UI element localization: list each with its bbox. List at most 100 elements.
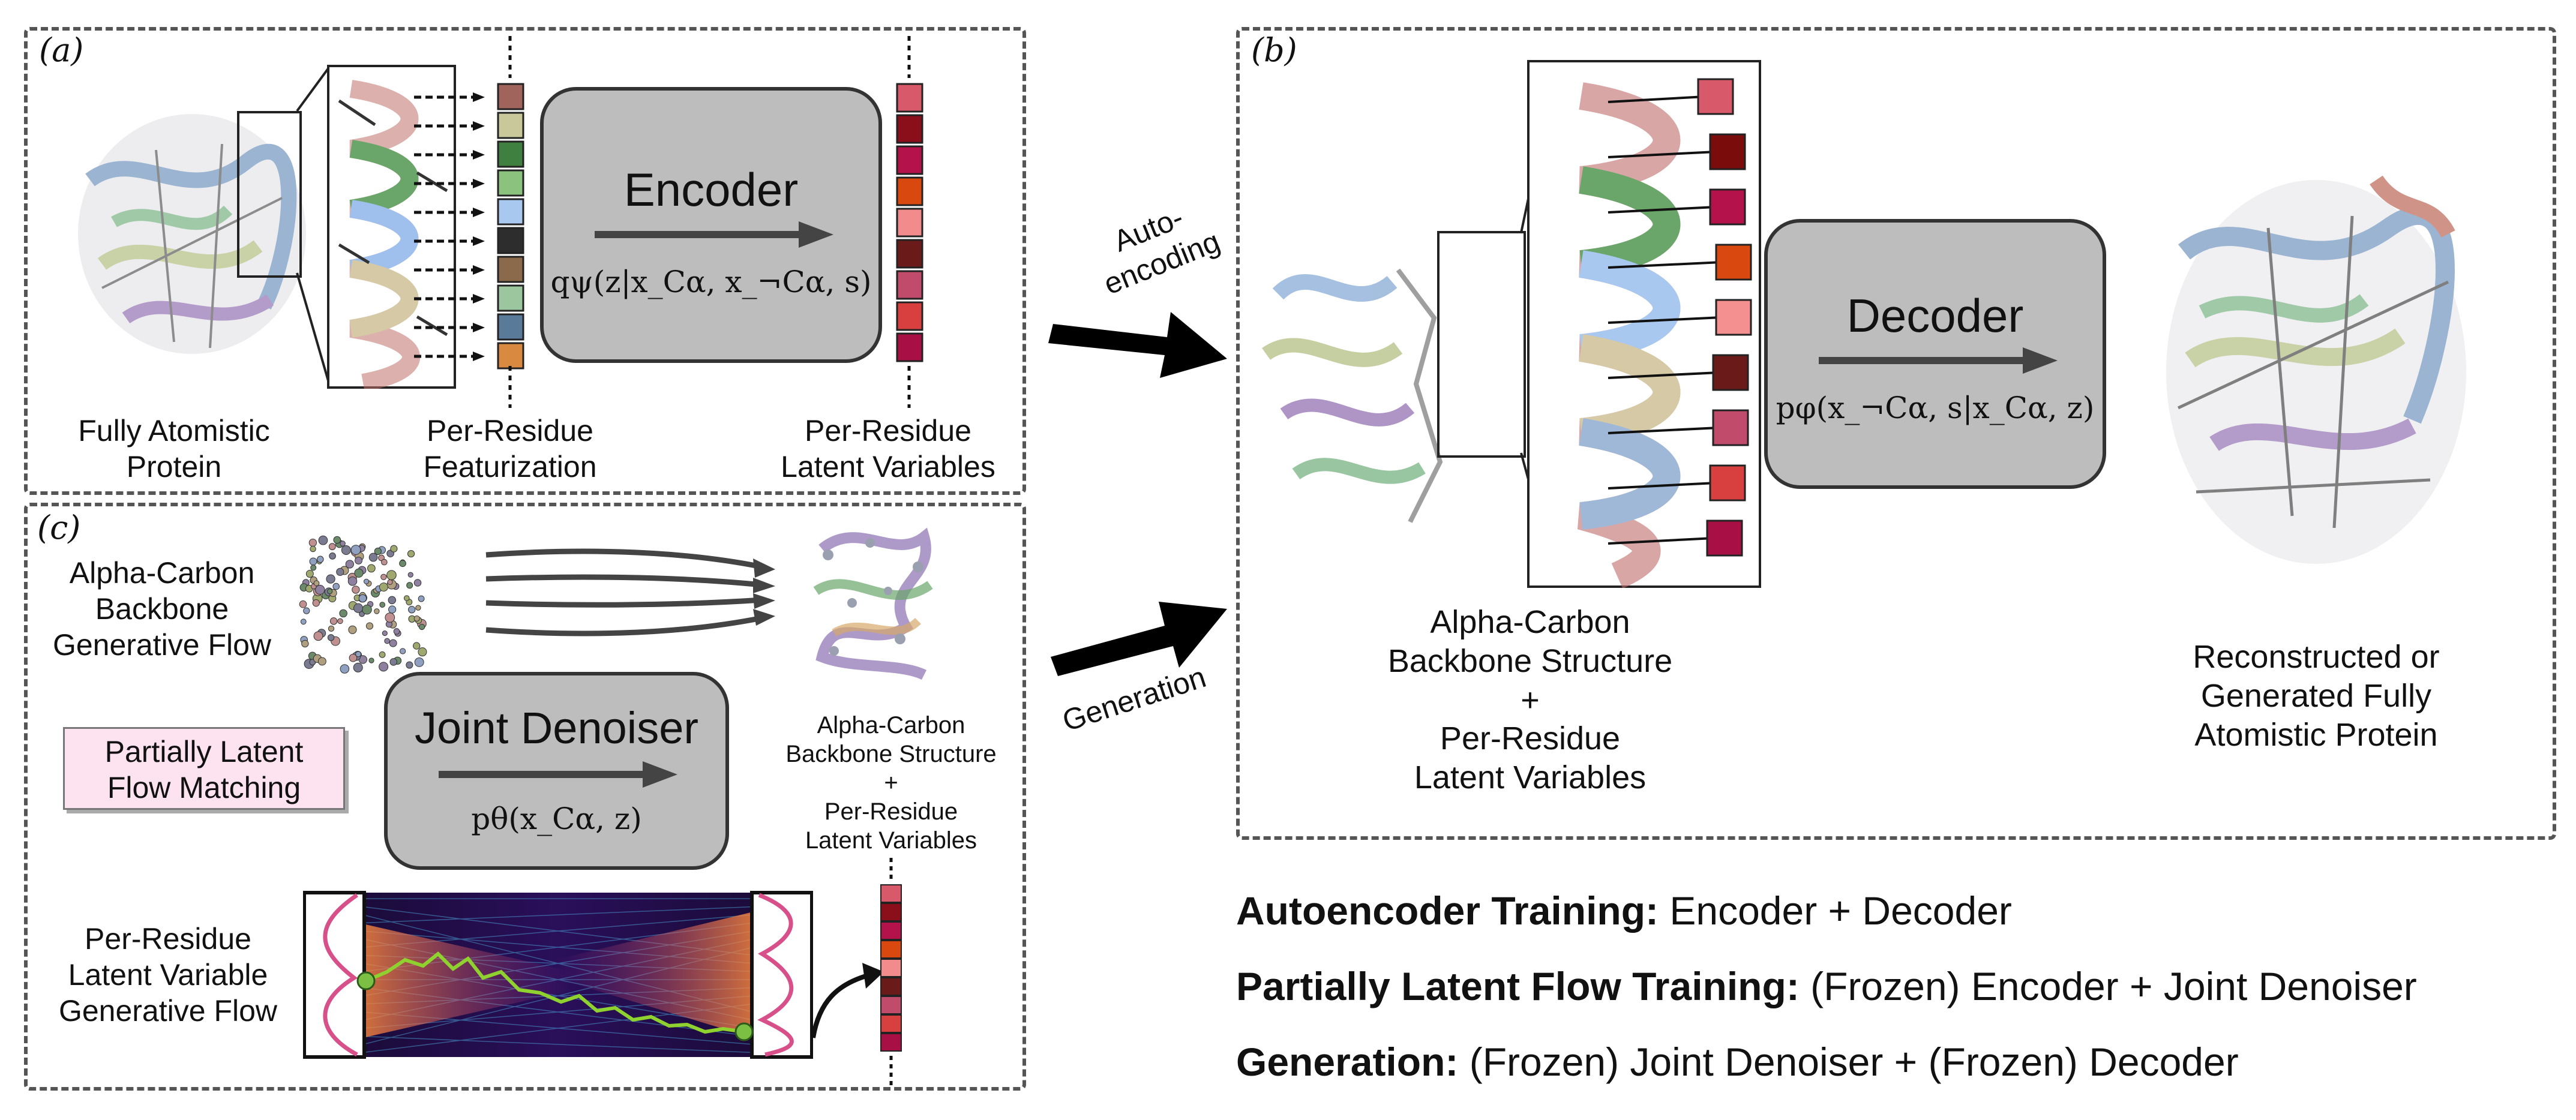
point-dot [332,582,340,590]
point-dot [358,594,367,603]
curved-arrow [811,963,884,1038]
point-dot [309,557,317,566]
zoom-region-b [1437,231,1526,458]
helix-zoom-a [327,65,456,389]
latent-box [880,903,902,921]
decoder-equation: pφ(x_¬Cα, s|x_Cα, z) [1776,391,2095,425]
training-generation-bold: Generation: [1236,1040,1459,1084]
point-dot [313,631,323,641]
point-dot [408,606,416,614]
point-dot [353,603,364,613]
point-dot [352,585,360,594]
point-dot [413,615,420,622]
point-dot [329,553,336,560]
protein-image-a [78,114,306,354]
point-dot [365,622,374,630]
training-flow-rest: (Frozen) Encoder + Joint Denoiser [1799,964,2417,1008]
zoom-region-a [237,111,302,278]
connector-line [1608,205,1729,214]
latent-box [880,884,902,903]
point-dot [407,572,413,578]
training-generation-rest: (Frozen) Joint Denoiser + (Frozen) Decod… [1458,1040,2239,1084]
feature-box [497,140,524,168]
point-dot [350,545,361,555]
panel-c-label: (c) [37,509,81,547]
training-flow-bold: Partially Latent Flow Training: [1236,964,1800,1008]
denoiser-arrow [439,761,677,788]
latent-box [896,83,923,113]
caption-backbone-b: Alpha-Carbon Backbone Structure + Per-Re… [1387,604,1673,796]
point-dot [382,630,388,636]
generation-arrow [1051,602,1227,676]
latent-box [1709,464,1746,502]
point-dot [327,588,333,594]
denoiser-equation: pθ(x_Cα, z) [471,801,642,836]
training-line-flow: Partially Latent Flow Training: (Frozen)… [1236,963,2417,1009]
point-dot [328,625,335,632]
point-dot [403,595,410,601]
point-dot [414,657,424,667]
point-dot [368,657,374,663]
point-dot [374,547,382,556]
point-dot [384,638,391,644]
feature-box [497,342,524,370]
encoder-box: Encoder qψ(z|x_Cα, x_¬Cα, s) [540,87,882,363]
point-dot [337,618,343,624]
latent-box [1709,133,1746,170]
point-dot [374,608,380,614]
point-dot [349,653,358,662]
latent-box [896,176,923,206]
flow-arrows [485,548,775,636]
point-dot [354,568,364,578]
zoom-lines-a [296,65,331,388]
flow-line [362,1035,754,1053]
latent-box [880,959,902,977]
reconstructed-protein [2166,175,2466,564]
encoder-equation: qψ(z|x_Cα, x_¬Cα, s) [550,265,872,299]
point-dot [388,596,397,605]
point-dot [380,573,387,580]
point-dot [390,545,398,553]
training-line-generation: Generation: (Frozen) Joint Denoiser + (F… [1236,1039,2239,1085]
feature-box [497,313,524,341]
point-dot [329,617,338,625]
feature-box [497,256,524,283]
point-dot [413,642,421,650]
latent-box [880,940,902,959]
feature-box [497,169,524,197]
feature-box [497,284,524,312]
point-dot [341,545,351,555]
point-dot [318,535,328,545]
backbone-image-b [1262,268,1443,523]
latent-box [1712,409,1749,446]
point-dot [389,639,397,647]
point-dot [362,604,372,615]
point-dot [399,560,406,567]
latent-box [896,114,923,144]
connector-line [1608,260,1735,269]
panel-c [24,503,1026,1091]
caption-output-b: Reconstructed or Generated Fully Atomist… [2193,639,2440,753]
latent-box [896,301,923,331]
latent-box [896,239,923,269]
point-dot [379,651,386,658]
feature-box [497,227,524,254]
panel-a-label: (a) [39,31,84,69]
point-dot [367,564,376,573]
point-dot [305,570,314,578]
point-dot [310,545,316,553]
feature-box [497,198,524,226]
caption-featurization: Per-Residue Featurization [423,414,597,484]
connector-line [1608,481,1729,490]
point-dot [347,576,358,586]
point-dot [313,580,320,587]
training-autoencoder-bold: Autoencoder Training: [1236,888,1659,933]
connector-line [1608,426,1732,434]
latent-column-c [880,858,902,1086]
connector-line [1608,536,1726,545]
point-dot [353,662,363,672]
latent-flow-plot [303,891,813,1059]
point-dot [336,567,344,576]
autoencoding-arrow [1048,312,1227,378]
point-dot [340,541,346,547]
